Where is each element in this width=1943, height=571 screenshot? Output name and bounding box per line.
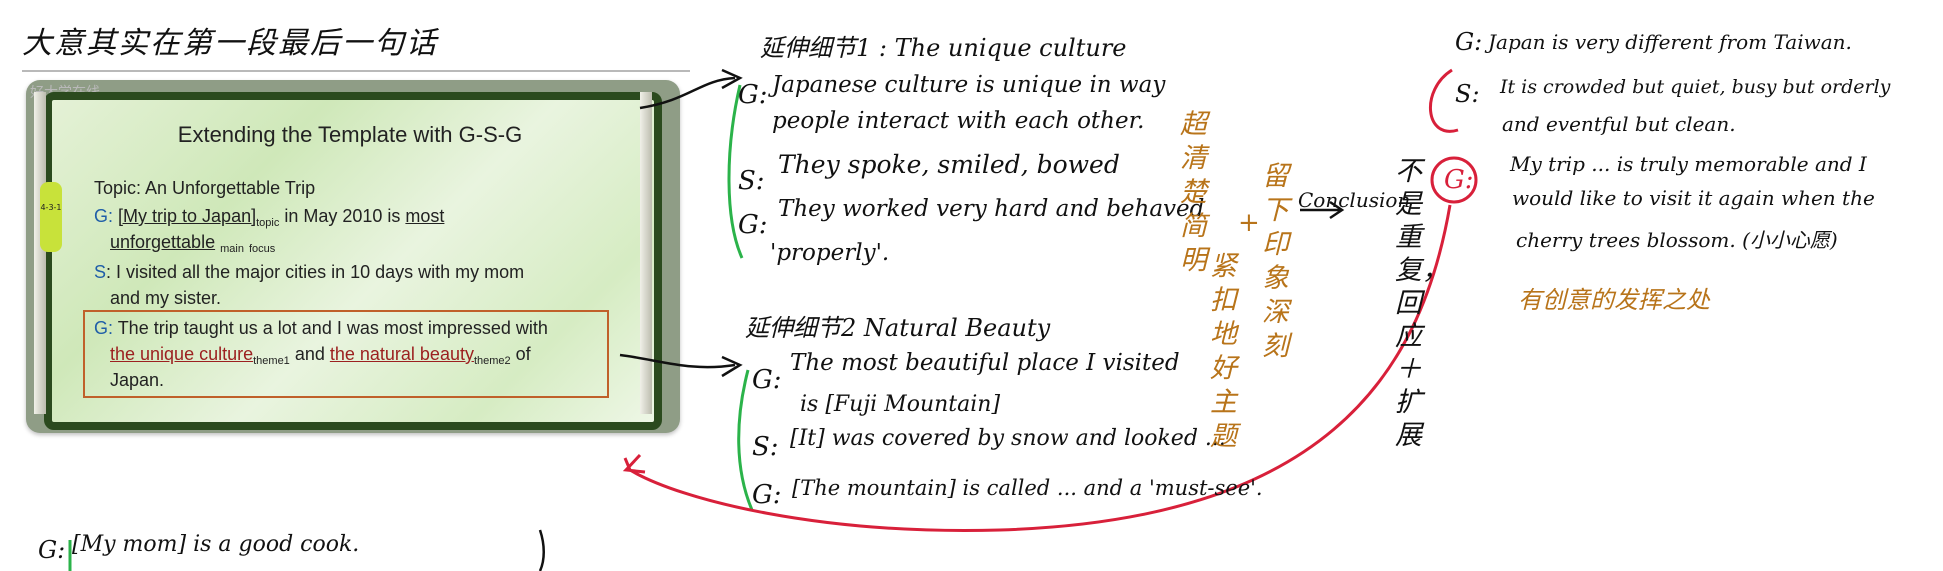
green-bracket-ext2 [737, 369, 754, 511]
slide-g2-line2: the unique culturetheme1 and the natural… [110, 344, 531, 367]
red-circle-g [1430, 156, 1478, 204]
slide-g2-sub-theme1: theme1 [253, 355, 290, 367]
bottom-g-label: G: [38, 536, 66, 564]
right-s-line1: It is crowded but quiet, busy but orderl… [1500, 76, 1891, 98]
ext1-g2-label: G: [738, 210, 768, 240]
slide-s-line1: S: I visited all the major cities in 10 … [94, 262, 524, 283]
ext1-g2-line1: They worked very hard and behaved [778, 196, 1205, 222]
slide-g2-line3: Japan. [110, 370, 165, 390]
ext2-g-line1: The most beautiful place I visited [790, 350, 1180, 376]
slide-g2-sub-theme2: theme2 [473, 355, 511, 367]
slide-g2-of: of [510, 344, 531, 364]
slide-g1-topic: [My trip to Japan] [118, 206, 257, 226]
ext1-g-label: G: [738, 80, 768, 110]
middle-col2: 紧扣地好主题 [1210, 251, 1237, 452]
ext1-s-label: S: [738, 166, 765, 196]
ext2-s-label: S: [752, 432, 779, 462]
ext2-g-line2: is [Fuji Mountain] [800, 392, 1001, 417]
slide-canvas [44, 92, 662, 430]
arrow-to-ext2 [619, 353, 736, 369]
ext2-g2-line: [The mountain] is called ... and a 'must… [792, 476, 1263, 500]
slide-right-post [640, 92, 652, 414]
slide-g1-sub-main: main [220, 243, 244, 255]
ext2-g2-label: G: [752, 480, 782, 510]
slide-g2-and: and [289, 344, 330, 364]
right-creative-note: 有创意的发挥之处 [1518, 286, 1710, 314]
slide-title: Extending the Template with G-S-G [177, 122, 523, 147]
slide-g1-line2: unforgettable main focus [110, 232, 275, 255]
right-s-line2: and eventful but clean. [1502, 112, 1736, 136]
slide-g2-line1: G: The trip taught us a lot and I was mo… [94, 318, 548, 339]
ext1-s-line: They spoke, smiled, bowed [778, 150, 1120, 179]
slide-g1-most: most [405, 206, 445, 226]
slide-s-line2: and my sister. [110, 288, 222, 308]
slide-topic: Topic: An Unforgettable Trip [94, 178, 316, 198]
bottom-bracket [538, 529, 545, 571]
ext1-g2-line2: 'properly'. [770, 240, 890, 266]
middle-col3: 留下印象深刻 [1262, 161, 1289, 362]
slide-nav-label: 4-3-1 [40, 203, 62, 212]
slide-g2-theme2: the natural beauty [329, 344, 474, 364]
arrow-head-ext2 [721, 355, 743, 378]
slide-nav-tab[interactable] [40, 182, 62, 252]
right-g2-line3: cherry trees blossom. (小小心愿) [1516, 228, 1838, 252]
conclusion-label: Conclusion [1298, 188, 1411, 212]
heading-divider [22, 70, 690, 72]
middle-col4: 不是重复，回应＋扩展 [1395, 156, 1449, 451]
slide-g2-highlight-box [83, 310, 609, 398]
red-bracket-right [1429, 68, 1459, 133]
ext1-g-line2: people interact with each other. [772, 108, 1145, 134]
right-s-label: S: [1455, 80, 1480, 108]
slide-g1-line1: G: [My trip to Japan]topic in May 2010 i… [94, 206, 444, 229]
slide-g1-unforgettable: unforgettable [110, 232, 216, 252]
right-g-label: G: [1455, 28, 1483, 56]
slide-g1-rest: in May 2010 is [279, 206, 406, 226]
slide-g2-text: The trip taught us a lot and I was most … [113, 318, 548, 338]
page-heading: 大意其实在第一段最后一句话 [22, 26, 438, 61]
ext2-s-line: [It] was covered by snow and looked ... [790, 426, 1226, 451]
slide-g1-sub-focus: focus [248, 243, 276, 255]
arrow-to-ext1 [639, 76, 736, 110]
middle-plus: + [1238, 208, 1260, 238]
arrow-head-ext1 [721, 68, 743, 90]
right-g2-label: G: [1444, 165, 1474, 195]
slide-g2-theme1: the unique culture [110, 344, 254, 364]
green-bracket-ext1 [727, 84, 744, 259]
bottom-g-line: [My mom] is a good cook. [72, 532, 360, 557]
slide-s-text: : I visited all the major cities in 10 d… [106, 262, 525, 282]
ext2-heading: 延伸细节2 Natural Beauty [745, 314, 1051, 342]
right-g2-line1: My trip ... is truly memorable and I [1510, 152, 1867, 176]
red-loop-arrow [623, 204, 1452, 532]
ext1-heading: 延伸细节1 : The unique culture [760, 34, 1127, 62]
ext2-g-label: G: [752, 365, 782, 395]
middle-col1: 超清楚简明 [1180, 109, 1207, 276]
slide-g1-tag: G: [94, 206, 114, 226]
arrow-to-conclusion [1300, 200, 1345, 220]
ext1-g-line1: Japanese culture is unique in way [772, 72, 1166, 98]
slide-g1-sub-topic: topic [256, 217, 280, 229]
right-g2-line2: would like to visit it again when the [1512, 186, 1875, 210]
slide-left-post [34, 92, 46, 414]
right-g-line: Japan is very different from Taiwan. [1488, 30, 1852, 54]
red-loop-arrowhead [622, 453, 646, 474]
slide-s-tag: S [94, 262, 107, 282]
slide-g2-tag: G: [94, 318, 114, 338]
